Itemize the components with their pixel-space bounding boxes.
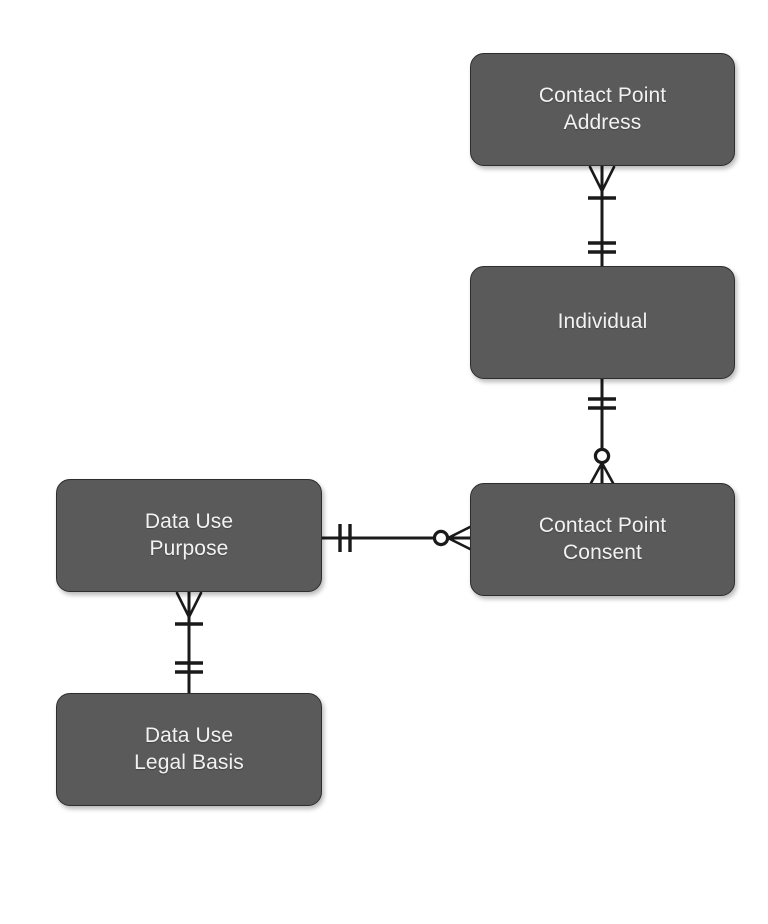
- connector-purpose-to-legal-basis: [175, 591, 203, 693]
- cardinality-circle-optional: [593, 447, 611, 465]
- entity-data-use-purpose[interactable]: Data Use Purpose: [56, 479, 322, 592]
- cardinality-circle-optional: [432, 529, 450, 547]
- connector-purpose-to-consent: [322, 524, 472, 552]
- entity-data-use-legal-basis[interactable]: Data Use Legal Basis: [56, 693, 322, 806]
- crowsfoot-many-symbol: [175, 591, 203, 619]
- crowsfoot-many-symbol: [588, 165, 616, 193]
- entity-contact-point-address[interactable]: Contact Point Address: [470, 53, 735, 166]
- connector-address-to-individual: [588, 165, 616, 266]
- entity-label: Data Use Legal Basis: [134, 724, 244, 774]
- crowsfoot-many-symbol: [446, 525, 472, 551]
- entity-label: Contact Point Consent: [538, 514, 667, 564]
- crowsfoot-many-symbol: [589, 461, 615, 485]
- entity-contact-point-consent[interactable]: Contact Point Consent: [470, 483, 735, 596]
- connector-individual-to-consent: [588, 379, 616, 485]
- entity-label: Contact Point Address: [538, 84, 667, 134]
- entity-label: Individual: [557, 310, 648, 334]
- entity-label: Data Use Purpose: [144, 510, 234, 560]
- entity-individual[interactable]: Individual: [470, 266, 735, 379]
